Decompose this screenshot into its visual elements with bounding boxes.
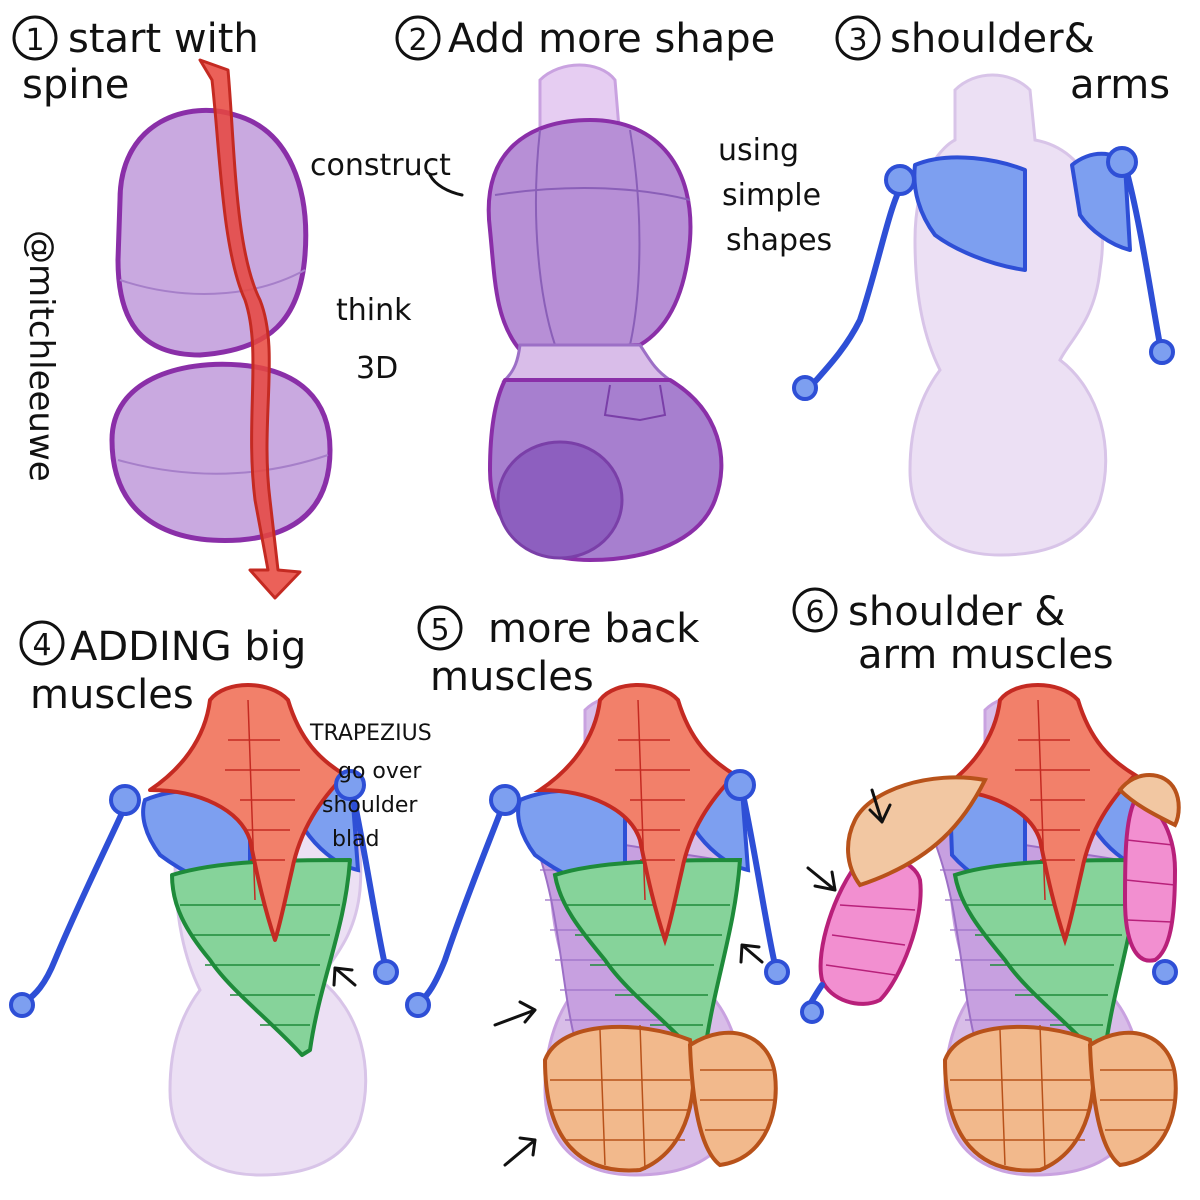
note-simple: simple xyxy=(722,178,821,213)
arrow-icon xyxy=(503,1136,537,1167)
faded-torso xyxy=(908,73,1108,557)
note-trapezius: TRAPEZIUS xyxy=(309,721,432,746)
step-2-number: 2 xyxy=(408,23,427,58)
step-6-number-badge: 6 xyxy=(792,587,838,633)
right-deltoid xyxy=(1117,773,1181,828)
step-3-number: 3 xyxy=(848,23,867,58)
trapezius-muscle xyxy=(148,683,347,942)
left-arm-bone xyxy=(792,164,916,401)
trapezius-muscle xyxy=(533,683,739,947)
note-go-over: go over xyxy=(338,759,422,784)
step-4-title: ADDING big xyxy=(70,624,306,670)
right-shoulder-blade xyxy=(1070,151,1132,252)
step-2-number-badge: 2 xyxy=(395,15,441,61)
step-1-title: start with xyxy=(68,16,259,62)
panel-3-shoulders: 3 shoulder& arms xyxy=(792,15,1175,557)
note-think: think xyxy=(336,293,412,328)
glute-muscle xyxy=(942,1024,1096,1173)
step-1-number-badge: 1 xyxy=(12,15,58,61)
arrow-icon xyxy=(739,943,764,964)
watermark-handle: @mitchleeuwe xyxy=(21,230,61,482)
arrow-icon xyxy=(493,1000,537,1027)
step-3-subtitle: arms xyxy=(1070,62,1170,108)
step-2-title: Add more shape xyxy=(448,16,775,62)
panel-5-back-muscles: 5 more back muscles xyxy=(405,605,790,1177)
waist-shape xyxy=(501,343,675,382)
left-arm-muscle xyxy=(818,854,923,1006)
arrow-icon xyxy=(806,866,837,892)
step-5-title: more back xyxy=(488,606,700,652)
step-4-number-badge: 4 xyxy=(19,620,65,666)
ribcage-construct xyxy=(486,118,693,352)
step-5-number: 5 xyxy=(430,613,449,648)
pelvis-shape xyxy=(109,361,333,543)
glute-muscle xyxy=(687,1030,778,1168)
panel-4-big-muscles: 4 ADDING big muscles TRAPEZIUS go over s… xyxy=(9,620,432,1177)
right-arm-bone xyxy=(1106,146,1175,365)
note-shapes: shapes xyxy=(726,223,832,258)
step-4-subtitle: muscles xyxy=(30,672,194,718)
step-1-number: 1 xyxy=(25,23,44,58)
note-construct: construct xyxy=(310,148,451,183)
glute-muscle xyxy=(1087,1030,1178,1168)
step-6-title: shoulder & xyxy=(848,589,1065,635)
step-5-number-badge: 5 xyxy=(417,605,463,651)
step-6-number: 6 xyxy=(805,595,824,630)
arrow-icon xyxy=(332,966,357,987)
left-deltoid xyxy=(846,775,988,888)
step-6-subtitle: arm muscles xyxy=(858,632,1114,678)
note-using: using xyxy=(718,133,799,168)
note-shoulder: shoulder xyxy=(322,793,418,818)
panel-6-arm-muscles: 6 shoulder & arm muscles xyxy=(792,587,1181,1177)
panel-2-shapes: 2 Add more shape construct using simple … xyxy=(310,15,832,562)
note-3d: 3D xyxy=(356,351,398,386)
spine-arrow xyxy=(198,58,302,600)
step-3-title: shoulder& xyxy=(890,16,1095,62)
glute-muscle xyxy=(542,1024,696,1173)
left-shoulder-blade xyxy=(912,155,1027,272)
arrow-icon xyxy=(868,788,892,824)
ribcage-shape xyxy=(115,107,309,358)
step-4-number: 4 xyxy=(32,628,51,663)
step-3-number-badge: 3 xyxy=(835,15,881,61)
step-5-subtitle: muscles xyxy=(430,654,594,700)
panel-1-spine: 1 start with spine think 3D xyxy=(12,15,412,600)
step-1-subtitle: spine xyxy=(22,62,129,108)
note-blad: blad xyxy=(332,827,380,852)
